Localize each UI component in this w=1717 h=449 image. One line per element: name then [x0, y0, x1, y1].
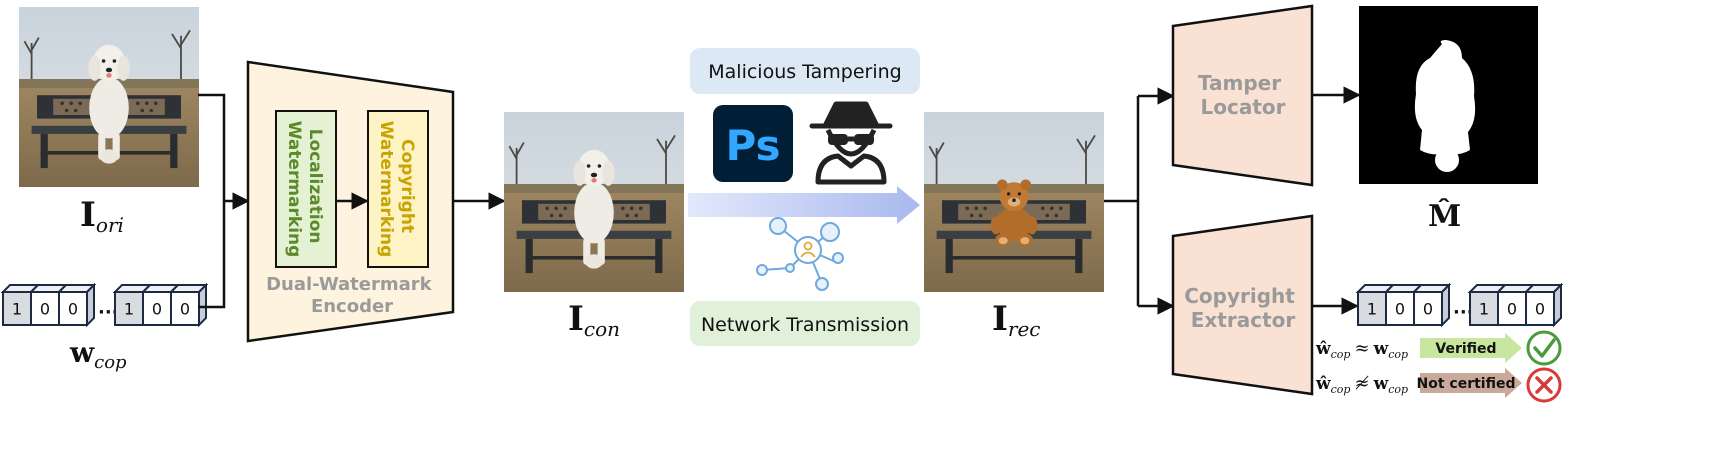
received-image	[924, 112, 1104, 292]
copyright-watermarking-label: Copyright Watermarking	[376, 121, 417, 258]
photoshop-icon-text: Ps	[725, 121, 780, 170]
label-i-ori: Iori	[80, 195, 124, 237]
bit-group-1-bit: 0	[40, 300, 50, 319]
label-i-rec: Irec	[992, 299, 1041, 341]
original-image	[19, 7, 199, 187]
flow-arrow	[688, 186, 920, 224]
label-m-hat: M̂	[1428, 199, 1461, 234]
verified-label: Verified	[1435, 341, 1496, 357]
bit-group-2-bit: 0	[1535, 300, 1545, 319]
bit-group-2-side	[199, 285, 206, 325]
bit-group-1-bit: 1	[1367, 300, 1377, 319]
network-icon	[757, 218, 843, 290]
verify-napprox-expression: ŵcop≉wcop	[1315, 373, 1408, 396]
bit-group-1-bit: 1	[12, 300, 22, 319]
bit-group-1-bit: 0	[1423, 300, 1433, 319]
bit-group-2-bit: 0	[180, 300, 190, 319]
copyright-extractor-label: Copyright Extractor	[1184, 284, 1302, 332]
bit-group-2-side	[1554, 285, 1561, 325]
bit-group-1-bit: 0	[68, 300, 78, 319]
check-icon	[1528, 332, 1560, 364]
not-certified-label: Not certified	[1417, 376, 1516, 392]
bit-group-2-bit: 1	[1479, 300, 1489, 319]
label-i-con: Icon	[568, 299, 620, 341]
bit-group-1-side	[87, 285, 94, 325]
bit-group-1-side	[1442, 285, 1449, 325]
malicious-tampering-label: Malicious Tampering	[708, 61, 901, 83]
network-transmission-label: Network Transmission	[701, 314, 909, 336]
tamper-locator-label: Tamper Locator	[1198, 71, 1288, 119]
localization-watermarking-label: Localization Watermarking	[284, 121, 325, 258]
bit-group-2-bit: 1	[124, 300, 134, 319]
bit-group-1-bit: 0	[1395, 300, 1405, 319]
hacker-icon	[812, 104, 890, 182]
bit-group-2-bit: 0	[152, 300, 162, 319]
label-w-cop: wcop	[69, 336, 127, 373]
connector-image-to-encoder	[198, 95, 224, 200]
connector-rec-split	[1104, 96, 1138, 306]
predicted-mask	[1359, 6, 1538, 184]
verify-approx-expression: ŵcop≈wcop	[1315, 338, 1408, 361]
container-image	[504, 112, 684, 292]
bit-group-2-bit: 0	[1507, 300, 1517, 319]
